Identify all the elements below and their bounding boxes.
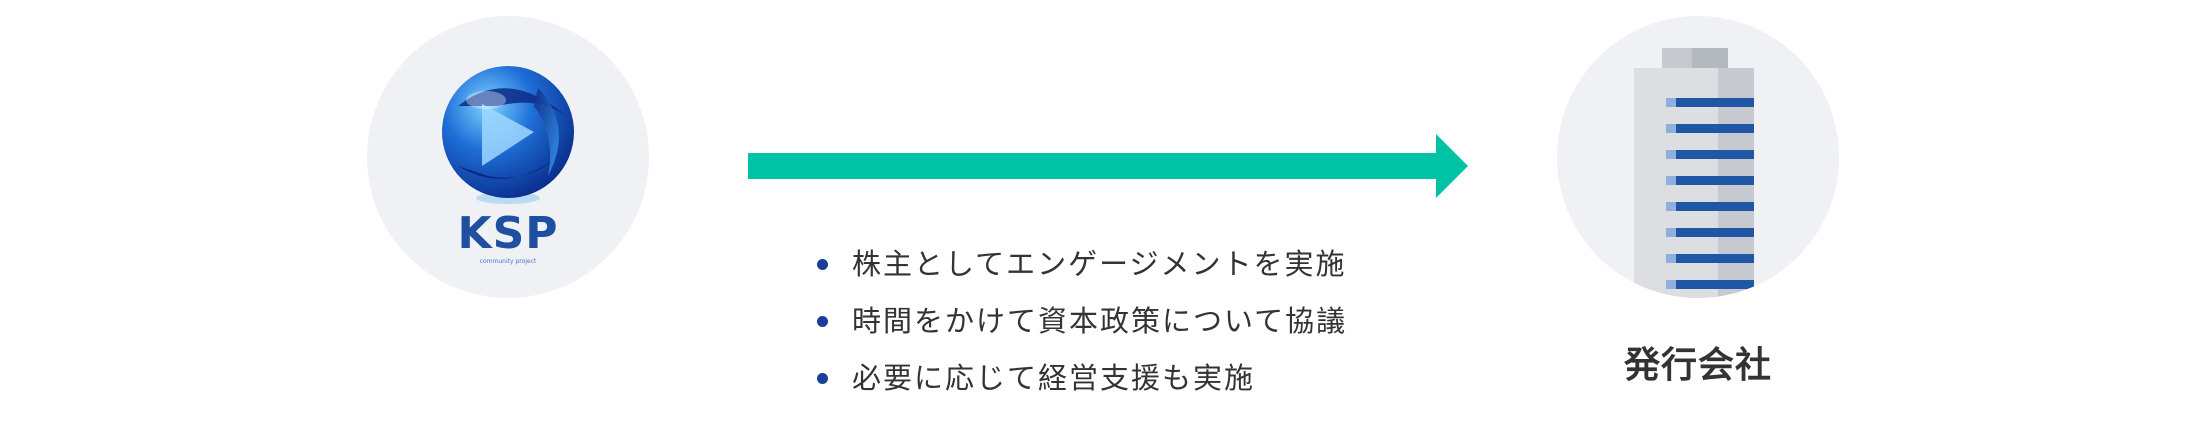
bullet-dot-icon <box>817 373 828 384</box>
bullet-text: 時間をかけて資本政策について協議 <box>852 304 1348 338</box>
arrow-shaft <box>748 153 1436 179</box>
ksp-logo-subtext: community project <box>479 258 537 265</box>
company-circle <box>1557 16 1839 298</box>
company-label: 発行会社 <box>1623 345 1772 386</box>
building-icon <box>1634 48 1754 298</box>
bullet-list: 株主としてエンゲージメントを実施 時間をかけて資本政策について協議 必要に応じて… <box>812 244 1347 415</box>
ksp-logo-circle: KSP community project <box>367 16 649 298</box>
ksp-logo-text: KSP <box>457 208 559 259</box>
bullet-dot-icon <box>817 259 828 270</box>
arrow-head <box>1436 134 1468 198</box>
bullet-item: 時間をかけて資本政策について協議 <box>812 301 1347 358</box>
bullet-item: 必要に応じて経営支援も実施 <box>812 358 1347 415</box>
bullet-text: 必要に応じて経営支援も実施 <box>852 361 1256 395</box>
bullet-dot-icon <box>817 316 828 327</box>
bullet-text: 株主としてエンゲージメントを実施 <box>852 247 1347 281</box>
ksp-logo: KSP community project <box>438 66 578 265</box>
globe-icon <box>442 66 574 204</box>
bullet-item: 株主としてエンゲージメントを実施 <box>812 244 1347 301</box>
right-arrow <box>748 134 1468 198</box>
